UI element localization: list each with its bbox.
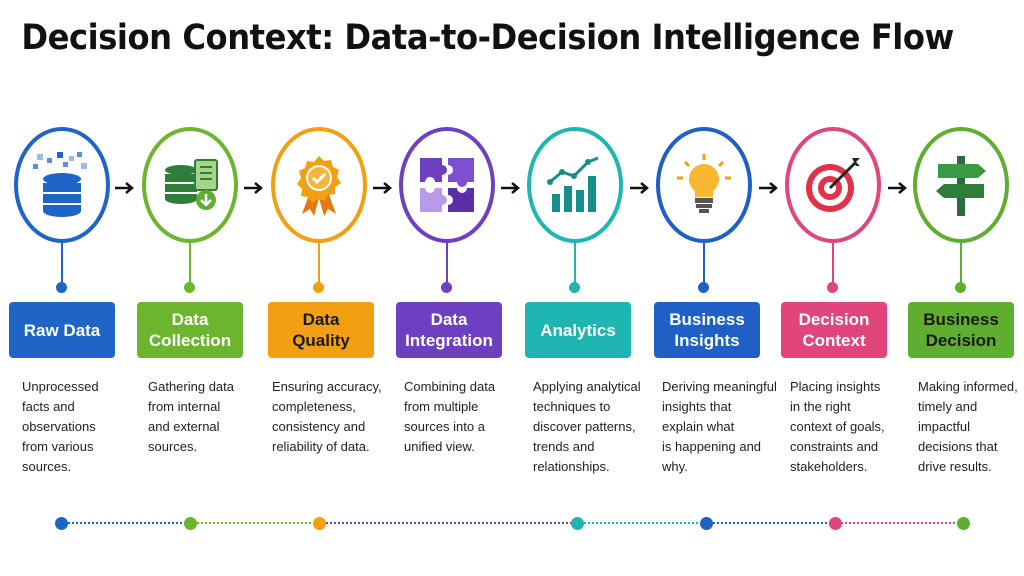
arrow-right-icon <box>244 182 263 194</box>
timeline-segment <box>841 522 959 524</box>
step-label-text: Decision Context <box>798 310 870 350</box>
timeline-segment <box>68 522 186 524</box>
timeline-dot <box>184 517 197 530</box>
timeline-segment <box>326 522 572 524</box>
timeline-dot <box>571 517 584 530</box>
circle-data-collection <box>142 127 238 243</box>
step-description: Placing insights in the right context of… <box>790 379 885 474</box>
arrow-right-icon <box>373 182 392 194</box>
timeline-dot <box>55 517 68 530</box>
connector <box>61 243 63 287</box>
step-label: Business Decision <box>908 302 1014 358</box>
circle-raw-data <box>14 127 110 243</box>
database-document-icon <box>165 159 218 210</box>
step-description: Combining data from multiple sources int… <box>404 379 496 454</box>
step-label-text: Data Collection <box>148 310 232 350</box>
connector <box>189 243 191 287</box>
arrow-right-icon <box>501 182 520 194</box>
step-label: Data Integration <box>396 302 502 358</box>
connector-dot <box>56 282 67 293</box>
page-title: Decision Context: Data-to-Decision Intel… <box>21 18 954 58</box>
circle-data-integration <box>399 127 495 243</box>
connector-dot <box>184 282 195 293</box>
timeline-dot <box>829 517 842 530</box>
lightbulb-icon <box>677 154 731 213</box>
step-label-text: Data Integration <box>405 310 493 350</box>
circle-data-quality <box>271 127 367 243</box>
connector-dot <box>955 282 966 293</box>
step-label: Data Collection <box>137 302 243 358</box>
circle-business-decision <box>913 127 1009 243</box>
puzzle-icon <box>420 158 474 212</box>
connector <box>318 243 320 287</box>
step-label-text: Data Quality <box>292 310 350 350</box>
step-description: Applying analytical techniques to discov… <box>533 379 641 474</box>
circle-decision-context <box>785 127 881 243</box>
step-label: Raw Data <box>9 302 115 358</box>
connector <box>832 243 834 287</box>
arrow-right-icon <box>630 182 649 194</box>
step-label: Business Insights <box>654 302 760 358</box>
step-label-text: Business Decision <box>923 310 999 350</box>
timeline-dot <box>957 517 970 530</box>
bar-chart-icon <box>547 156 599 212</box>
step-label: Decision Context <box>781 302 887 358</box>
connector <box>446 243 448 287</box>
signpost-icon <box>936 156 986 216</box>
timeline-dot <box>700 517 713 530</box>
step-label-text: Raw Data <box>23 320 101 340</box>
target-icon <box>806 158 860 212</box>
quality-badge-icon <box>297 156 341 216</box>
step-description: Making informed, timely and impactful de… <box>918 379 1018 474</box>
connector <box>703 243 705 287</box>
circle-business-insights <box>656 127 752 243</box>
connector-dot <box>569 282 580 293</box>
connector-dot <box>313 282 324 293</box>
step-description: Ensuring accuracy, completeness, consist… <box>272 379 382 454</box>
step-description: Unprocessed facts and observations from … <box>22 379 99 474</box>
connector <box>574 243 576 287</box>
step-description: Gathering data from internal and externa… <box>148 379 235 454</box>
connector-dot <box>698 282 709 293</box>
step-label-text: Analytics <box>540 320 616 340</box>
connector <box>960 243 962 287</box>
timeline-segment <box>713 522 831 524</box>
timeline-segment <box>197 522 315 524</box>
database-icon <box>33 152 87 217</box>
circle-analytics <box>527 127 623 243</box>
step-label-text: Business Insights <box>669 310 745 350</box>
connector-dot <box>441 282 452 293</box>
arrow-right-icon <box>115 182 134 194</box>
connector-dot <box>827 282 838 293</box>
step-label: Data Quality <box>268 302 374 358</box>
step-label: Analytics <box>525 302 631 358</box>
arrow-right-icon <box>888 182 907 194</box>
arrow-right-icon <box>759 182 778 194</box>
timeline-dot <box>313 517 326 530</box>
step-description: Deriving meaningful insights that explai… <box>662 379 777 474</box>
timeline-segment <box>584 522 702 524</box>
